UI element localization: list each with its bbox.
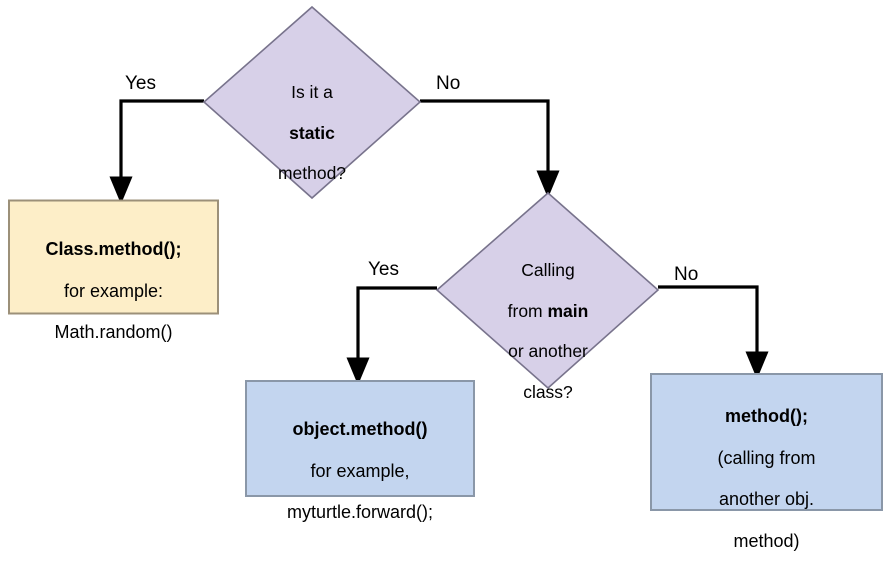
result-object-method-shape[interactable] — [245, 380, 475, 497]
edge-static-no — [420, 99, 560, 199]
edge-static-yes — [109, 99, 204, 205]
flowchart-shapes — [8, 5, 883, 511]
edge-label-calling-yes: Yes — [368, 259, 399, 280]
result-class-method-shape[interactable] — [8, 199, 219, 315]
edge-label-static-yes: Yes — [125, 73, 156, 94]
edge-label-calling-no: No — [674, 264, 699, 285]
result-bare-method-shape[interactable] — [650, 373, 883, 511]
result-bare-method-line4: method) — [733, 531, 800, 552]
decision-static-shape[interactable] — [202, 5, 422, 200]
flowchart-canvas: Is it a static method? Calling from main… — [8, 5, 883, 551]
edge-label-static-no: No — [436, 73, 461, 94]
edge-calling-no — [658, 285, 769, 380]
edge-calling-yes — [346, 286, 437, 386]
decision-calling-context-shape[interactable] — [435, 191, 660, 390]
